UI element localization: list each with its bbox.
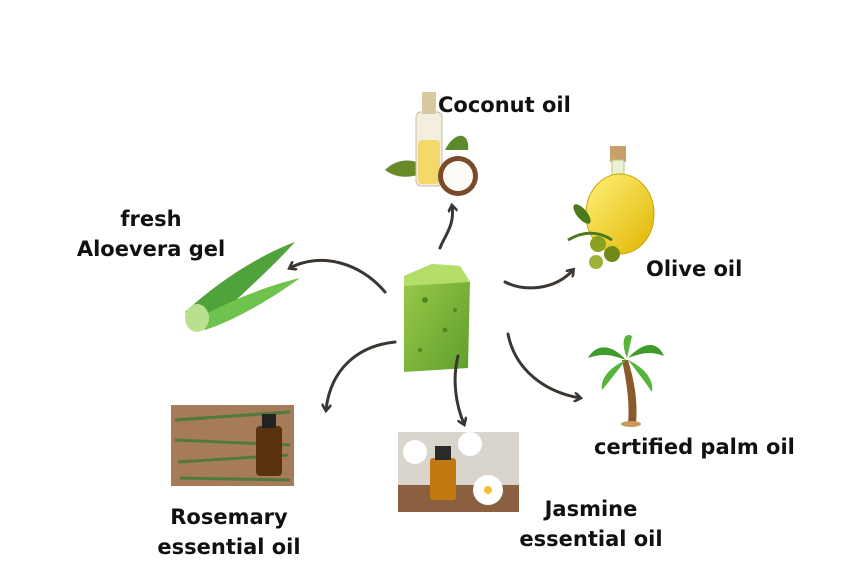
arrow-to-jasmine — [453, 354, 464, 424]
coconut-oil-image — [385, 92, 478, 196]
jasmine-oil-photo — [398, 432, 519, 512]
label-jasmine: Jasmine essential oil — [518, 494, 664, 554]
arrow-to-rosemary — [326, 340, 397, 410]
label-jasmine-line2: essential oil — [519, 527, 663, 551]
label-palm-oil: certified palm oil — [594, 435, 795, 459]
aloe-vera-image — [185, 242, 300, 332]
label-rosemary-line1: Rosemary — [170, 505, 288, 529]
label-rosemary: Rosemary essential oil — [156, 502, 302, 562]
label-aloe-vera: fresh Aloevera gel — [76, 204, 226, 264]
arrow-to-aloe — [290, 259, 387, 294]
rosemary-oil-photo — [171, 405, 294, 486]
label-jasmine-line1: Jasmine — [544, 497, 638, 521]
arrow-to-olive — [503, 270, 573, 290]
label-aloe-line2: Aloevera gel — [76, 237, 226, 261]
label-rosemary-line2: essential oil — [157, 535, 301, 559]
label-coconut-oil: Coconut oil — [438, 93, 571, 117]
label-aloe-line1: fresh — [120, 207, 182, 231]
olive-oil-image — [567, 146, 655, 269]
label-olive-oil: Olive oil — [646, 257, 743, 281]
arrow-to-coconut — [438, 206, 453, 250]
arrow-to-palm — [506, 332, 580, 398]
green-soap-bar-image — [404, 264, 470, 372]
palm-tree-image — [588, 334, 664, 427]
